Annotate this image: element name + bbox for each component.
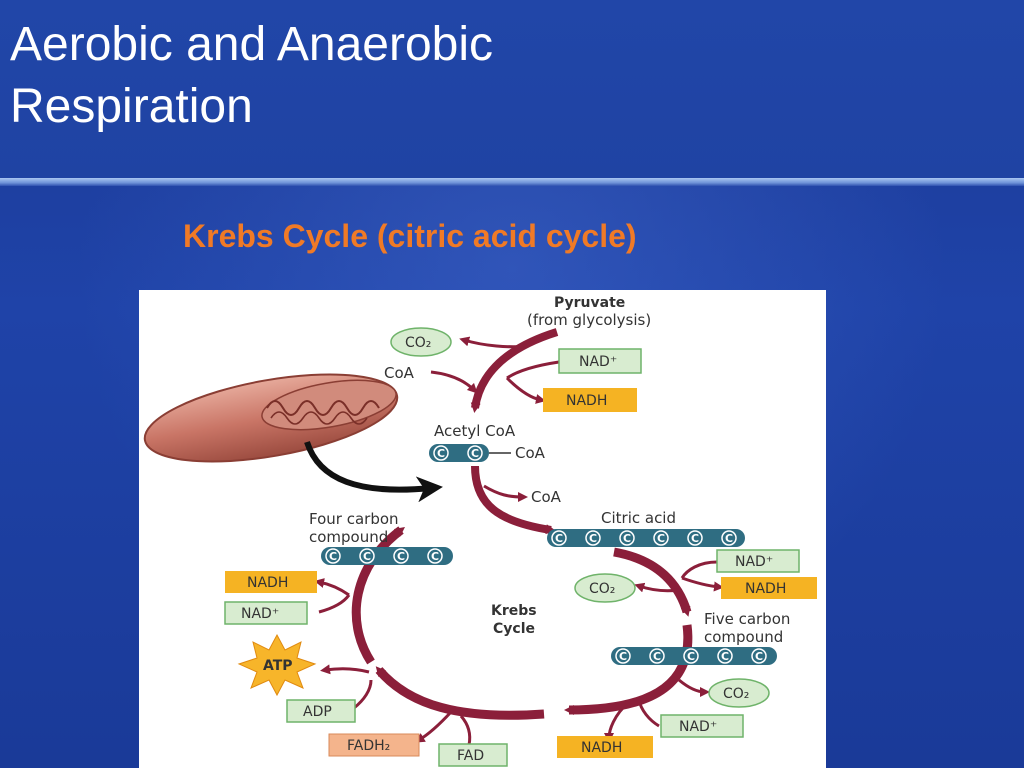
five-carbon-4: C [721, 650, 729, 663]
citric-carbon-6: C [725, 532, 733, 545]
nadh-out-right-arrow [681, 576, 724, 592]
slide-title-line-1: Aerobic and Anaerobic [10, 18, 493, 71]
fad-label: FAD [457, 748, 484, 764]
adp-box: ADP [286, 699, 356, 723]
nadh-bottom-box: NADH [557, 736, 653, 758]
slide-subtitle: Krebs Cycle (citric acid cycle) [183, 218, 637, 254]
four-carbon-line-1: Four carbon [309, 510, 399, 528]
coa-release-arrow [483, 484, 528, 502]
slide-title: Aerobic and Anaerobic Respiration [10, 14, 710, 138]
fadh2-out-arrow [414, 710, 453, 743]
nadh-right-label: NADH [745, 581, 786, 597]
nadh-out-bottom-arrow [604, 700, 630, 743]
five-carbon-1: C [619, 650, 627, 663]
nad-plus-bottom-box: NAD⁺ [660, 714, 744, 738]
coa-release-label: CoA [531, 488, 562, 506]
nad-plus-left-box: NAD⁺ [224, 601, 308, 625]
atp-label: ATP [263, 658, 293, 674]
adp-label: ADP [303, 704, 332, 720]
five-carbon-5: C [755, 650, 763, 663]
nadh-right-box: NADH [721, 577, 817, 599]
nad-in-right-arrow [680, 560, 718, 579]
title-divider [0, 178, 1024, 186]
five-carbon-2: C [653, 650, 661, 663]
citric-carbon-5: C [691, 532, 699, 545]
nad-in-arrow [506, 360, 560, 380]
citric-carbon-2: C [589, 532, 597, 545]
coa-in-arrow [430, 370, 478, 394]
citric-carbon-chain: C C C C C C [547, 529, 745, 547]
cycle-arc-right-bottom [564, 624, 693, 715]
title-bar [0, 0, 1024, 178]
nadh-left-label: NADH [247, 575, 288, 591]
nad-plus-right-box: NAD⁺ [716, 549, 800, 573]
fadh2-box: FADH₂ [328, 733, 420, 757]
acetyl-coa-suffix: CoA [515, 444, 546, 462]
citric-carbon-3: C [623, 532, 631, 545]
nadh-out-left-arrow [314, 578, 350, 597]
nad-in-left-arrow [318, 594, 351, 614]
co2-out-arrow [459, 336, 530, 349]
krebs-cycle-diagram: Pyruvate (from glycolysis) CO₂ NAD⁺ NADH… [143, 295, 817, 767]
pyruvate-arrow [470, 328, 559, 413]
co2-out-bottom-arrow [678, 678, 710, 697]
citric-carbon-4: C [657, 532, 665, 545]
acetyl-carbon-1: C [437, 447, 445, 460]
five-carbon-3: C [687, 650, 695, 663]
cycle-arc-bottom [375, 666, 545, 720]
nad-in-bottom-arrow [637, 699, 660, 728]
nadh-bottom-label: NADH [581, 740, 622, 756]
five-carbon-line-1: Five carbon [704, 610, 790, 628]
nadh-out-arrow [505, 376, 546, 404]
co2-out-right-arrow [634, 582, 680, 593]
fad-in-arrow [459, 715, 472, 746]
nad-plus-bottom-label: NAD⁺ [679, 719, 717, 735]
four-carbon-chain: C C C C [321, 547, 453, 565]
krebs-cycle-figure: Pyruvate (from glycolysis) CO₂ NAD⁺ NADH… [139, 290, 826, 768]
pyruvate-source-label: (from glycolysis) [527, 311, 651, 329]
four-carbon-4: C [431, 550, 439, 563]
co2-bottom-bubble: CO₂ [708, 678, 770, 708]
atp-out-arrow [320, 664, 370, 675]
adp-in-arrow [353, 679, 373, 710]
nad-plus-label: NAD⁺ [579, 354, 617, 370]
fadh2-label: FADH₂ [347, 738, 390, 754]
krebs-cycle-label-line-1: Krebs [491, 603, 537, 619]
acetyl-carbon-2: C [471, 447, 479, 460]
co2-label: CO₂ [405, 335, 431, 351]
cycle-arc-left [351, 526, 406, 665]
four-carbon-line-2: compound [309, 528, 388, 546]
four-carbon-2: C [363, 550, 371, 563]
coa-label: CoA [384, 364, 415, 382]
five-carbon-line-2: compound [704, 628, 783, 646]
cycle-arc-right-top [613, 547, 692, 617]
fad-box: FAD [438, 743, 508, 767]
five-carbon-chain: C C C C C [611, 647, 777, 665]
krebs-cycle-label-line-2: Cycle [493, 621, 535, 637]
slide-title-line-2: Respiration [10, 80, 253, 133]
citric-acid-label: Citric acid [601, 509, 676, 527]
nadh-box: NADH [543, 388, 637, 412]
acetyl-to-citric-arrow [471, 465, 556, 535]
four-carbon-3: C [397, 550, 405, 563]
citric-carbon-1: C [555, 532, 563, 545]
co2-bottom-label: CO₂ [723, 686, 749, 702]
nad-plus-right-label: NAD⁺ [735, 554, 773, 570]
co2-right-bubble: CO₂ [574, 573, 636, 603]
nadh-label: NADH [566, 393, 607, 409]
pyruvate-label: Pyruvate [554, 295, 625, 311]
atp-star: ATP [237, 633, 317, 697]
nad-plus-left-label: NAD⁺ [241, 606, 279, 622]
nad-plus-box: NAD⁺ [558, 348, 642, 374]
mitochondrion-illustration [143, 373, 399, 463]
co2-bubble: CO₂ [390, 327, 452, 357]
acetyl-carbon-chain: C C [429, 444, 489, 462]
co2-right-label: CO₂ [589, 581, 615, 597]
mitochondrion-arrow [304, 441, 443, 503]
four-carbon-1: C [329, 550, 337, 563]
nadh-left-box: NADH [225, 571, 317, 593]
acetyl-coa-label: Acetyl CoA [434, 422, 516, 440]
